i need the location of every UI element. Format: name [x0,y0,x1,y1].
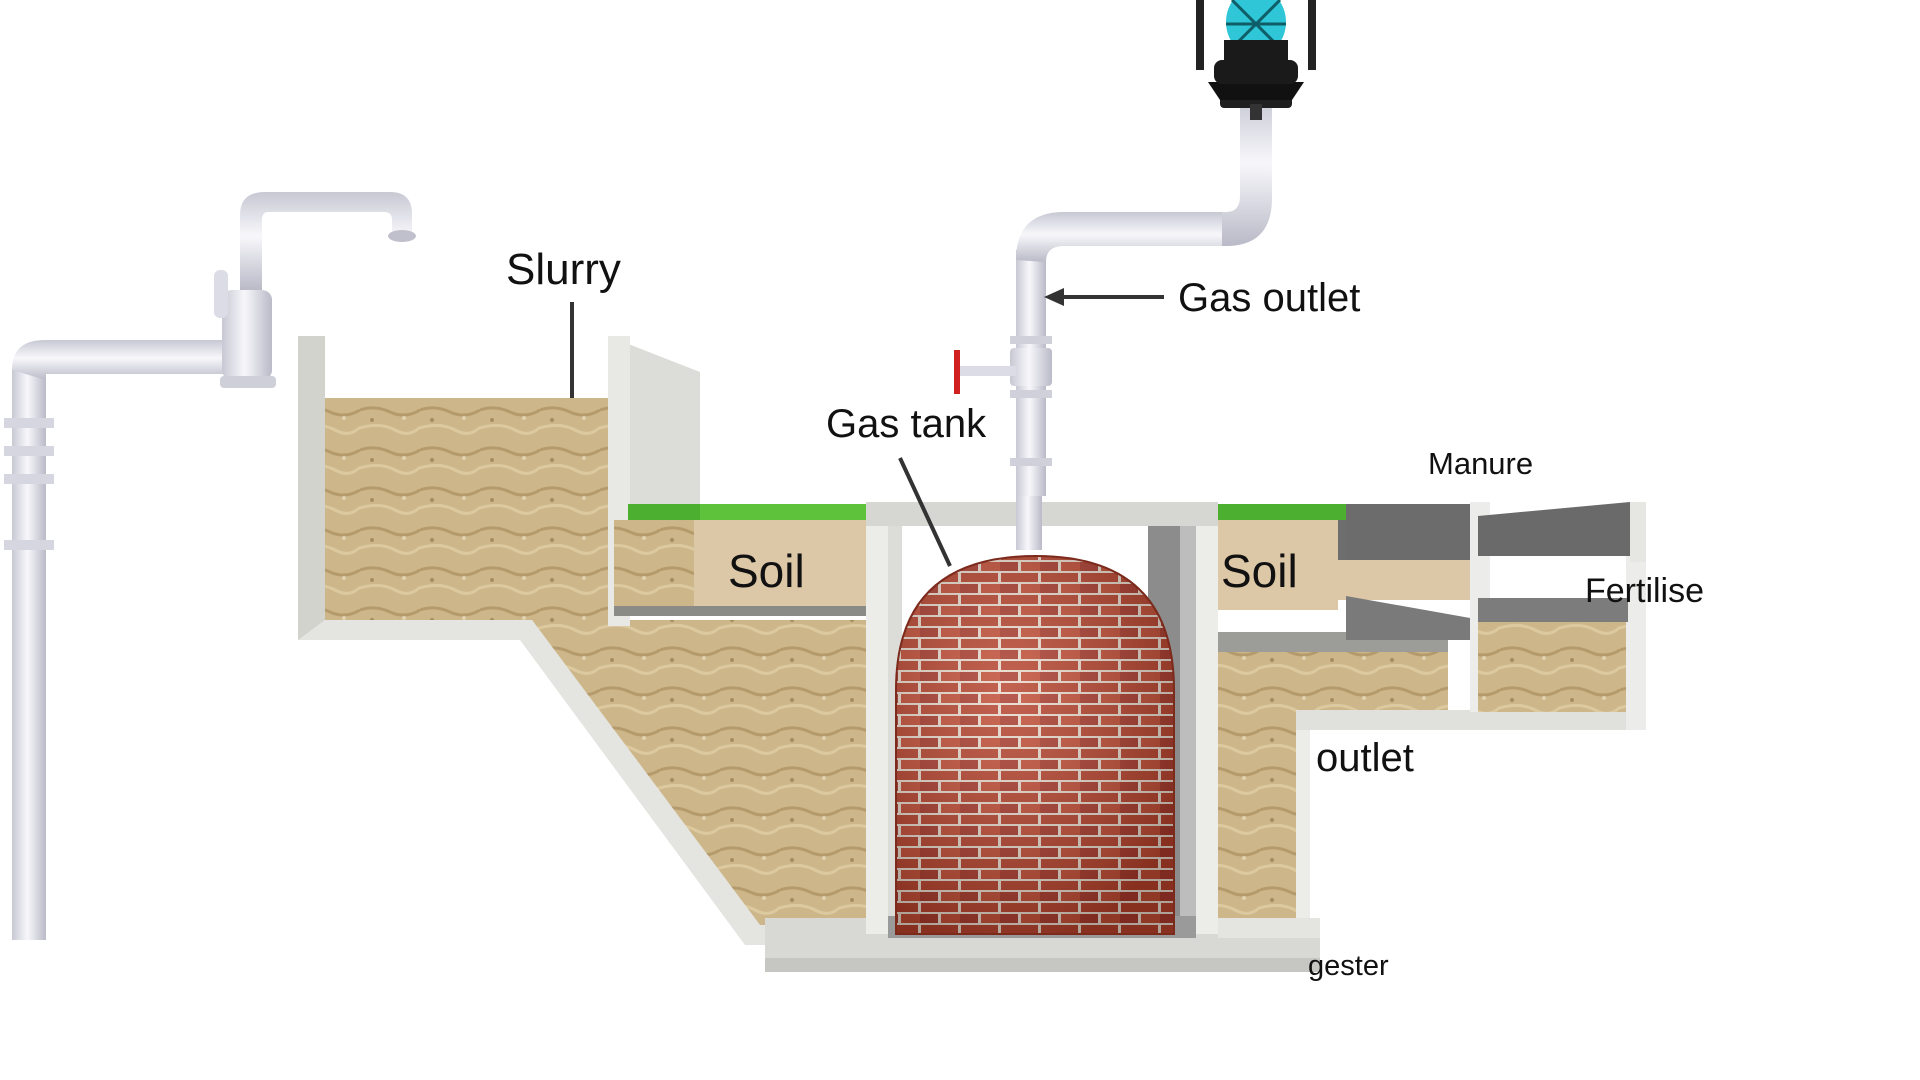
gas-pipe [1010,96,1272,550]
manure-label: Manure [1428,446,1534,481]
inlet-tank [298,336,880,945]
outlet-chamber [1218,502,1646,938]
digester-label: gester [1308,950,1389,982]
fertilise-label: Fertilise [1585,572,1705,610]
lantern-icon [1196,0,1316,120]
gas-tank-label: Gas tank [826,402,987,446]
gas-outlet-label: Gas outlet [1178,276,1361,320]
outlet-label: outlet [1316,736,1414,780]
slurry-label: Slurry [506,245,621,294]
soil-left [614,504,868,616]
soil-right-label: Soil [1221,545,1298,597]
gas-outlet-arrow [1044,288,1064,306]
soil-left-label: Soil [728,545,805,597]
inlet-pipe [4,340,230,940]
valve-icon [954,350,1016,394]
gas-tank-leader [898,457,952,567]
gas-tank-dome [895,554,1175,935]
leader-lines [570,288,1164,567]
tap-icon [214,192,416,388]
